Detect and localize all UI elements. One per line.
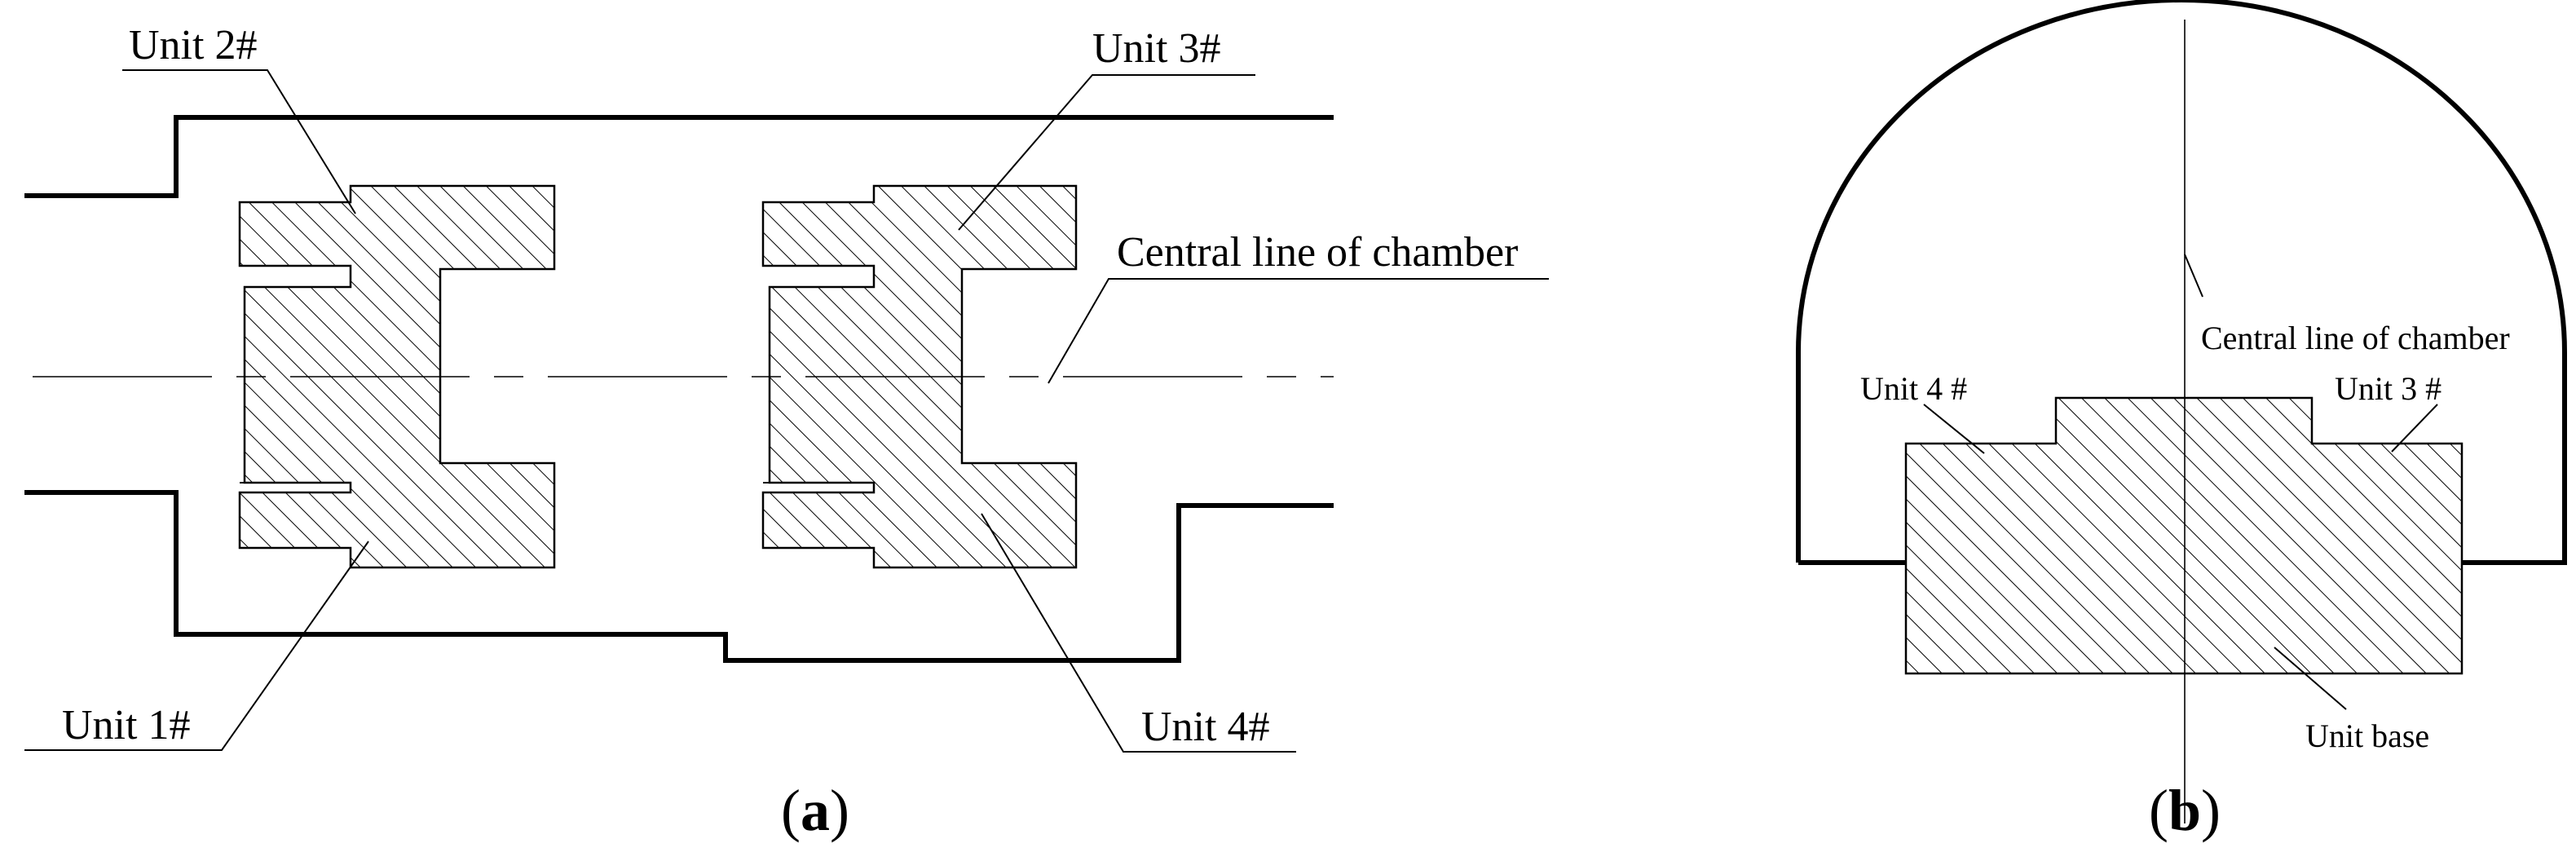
leader-unit2	[122, 69, 356, 214]
panel-a: Unit 2# Unit 3# Central line of chamber …	[24, 22, 1549, 843]
caption-a: (a)	[781, 778, 849, 843]
chamber-wall-upper	[24, 115, 1334, 198]
leader-unit4-b	[1923, 404, 1985, 454]
label-unit4: Unit 4#	[1141, 704, 1269, 750]
label-unit2: Unit 2#	[129, 22, 257, 68]
leader-unit3	[958, 74, 1255, 231]
unit-3-4-slots	[763, 265, 874, 493]
unit-1-2-slots	[240, 265, 351, 493]
chamber-wall-lower	[24, 490, 1334, 663]
leader-central-line-a	[1048, 278, 1549, 384]
label-unit3: Unit 3#	[1092, 25, 1220, 72]
label-unit4-b: Unit 4 #	[1860, 370, 1967, 407]
leader-central-line-b	[2184, 254, 2203, 298]
chamber-arch	[1796, 0, 2567, 565]
label-central-line-a: Central line of chamber	[1117, 229, 1518, 276]
leader-unit-base	[2274, 647, 2347, 710]
label-unit-base: Unit base	[2305, 718, 2429, 754]
panel-b: Central line of chamber Unit 4 # Unit 3 …	[1796, 0, 2567, 843]
label-unit3-b: Unit 3 #	[2335, 370, 2441, 407]
caption-b: (b)	[2149, 778, 2221, 843]
label-unit1: Unit 1#	[62, 702, 190, 748]
leader-unit3-b	[2391, 404, 2438, 453]
label-central-line-b: Central line of chamber	[2201, 320, 2510, 356]
unit-base	[1904, 396, 2464, 675]
leader-unit4	[981, 513, 1296, 753]
leader-unit1	[24, 541, 369, 751]
